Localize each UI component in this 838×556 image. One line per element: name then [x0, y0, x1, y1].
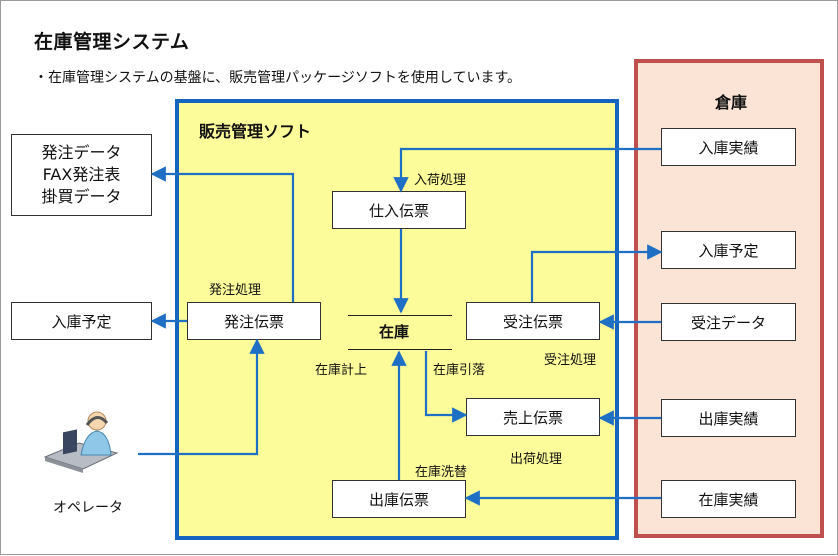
- stock-check-label: 在庫洗替: [415, 465, 468, 480]
- description-text: ・在庫管理システムの基盤に、販売管理パッケージソフトを使用しています。: [34, 70, 522, 86]
- purchase-slip-box: 仕入伝票: [332, 191, 466, 229]
- arrow-inventory-to-sales-slip: [424, 351, 468, 423]
- inventory-label: 在庫: [379, 323, 410, 341]
- arrow-receipt-to-purchase: [393, 147, 661, 193]
- order-data-box: 発注データ FAX発注表 掛買データ: [11, 134, 152, 216]
- arrow-order-slip-to-order-data: [150, 166, 295, 302]
- operator-icon: [41, 409, 121, 473]
- shipping-process-label: 出荷処理: [510, 452, 563, 467]
- stock-deduct-label: 在庫引落: [433, 363, 486, 378]
- warehouse-area-title: 倉庫: [715, 93, 748, 112]
- sales-slip-box: 売上伝票: [466, 398, 600, 436]
- order-data-line-1: 発注データ: [41, 143, 122, 162]
- inventory-bottom-line: [348, 349, 452, 350]
- page-title: 在庫管理システム: [34, 31, 190, 53]
- inventory-top-line: [348, 315, 452, 316]
- planned-receipt-box: 入庫予定: [661, 231, 796, 269]
- order-data-warehouse-box: 受注データ: [661, 303, 796, 341]
- stock-add-label: 在庫計上: [315, 363, 368, 378]
- order-data-line-3: 掛買データ: [41, 187, 122, 206]
- operator-label: オペレータ: [53, 500, 123, 516]
- receipt-results-box: 入庫実績: [661, 128, 796, 166]
- shipment-results-box: 出庫実績: [661, 399, 796, 437]
- stock-results-box: 在庫実績: [661, 480, 796, 518]
- software-area-title: 販売管理ソフト: [199, 122, 312, 141]
- ordering-process-label: 発注処理: [209, 283, 262, 298]
- order-data-line-2: FAX発注表: [42, 165, 121, 184]
- arrow-sales-order-to-planned-receipt: [530, 244, 663, 302]
- sales-order-slip-box: 受注伝票: [466, 302, 600, 340]
- arrow-operator-to-order-slip: [138, 338, 265, 456]
- shipment-slip-box: 出庫伝票: [332, 480, 466, 518]
- planned-receipt-output-box: 入庫予定: [11, 302, 152, 340]
- receiving-process-label: 入荷処理: [414, 173, 467, 188]
- order-slip-box: 発注伝票: [187, 302, 321, 340]
- order-receiving-process-label: 受注処理: [544, 353, 597, 368]
